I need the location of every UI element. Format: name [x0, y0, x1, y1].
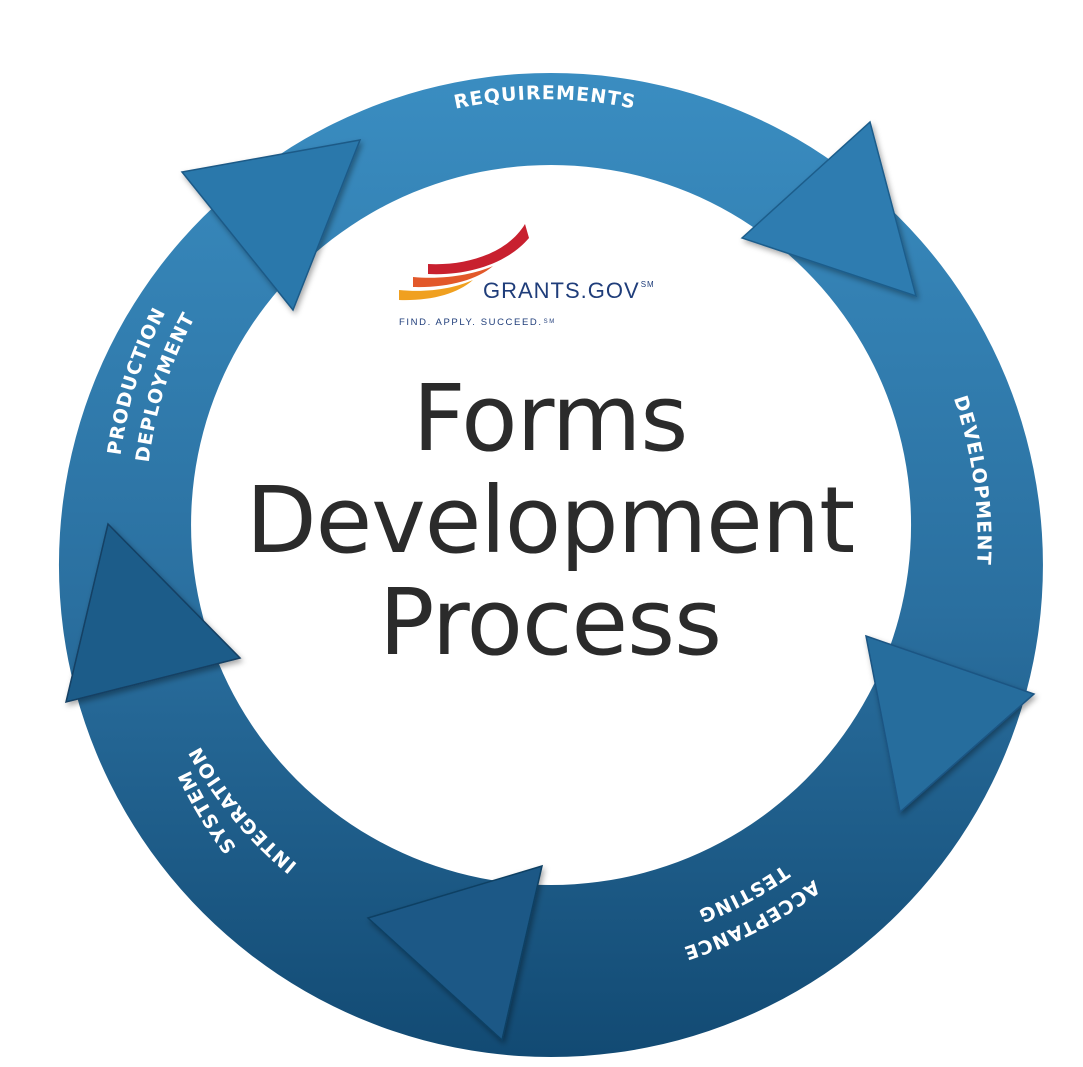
ring-band	[58, 73, 1043, 1057]
title-line-2: Development	[245, 467, 855, 574]
diagram-title: Forms Development Process	[190, 368, 910, 674]
arrow-head-acceptance	[366, 864, 544, 1042]
logo-tagline: FIND. APPLY. SUCCEED.SM	[399, 317, 556, 328]
arrow-head-requirements	[740, 120, 918, 298]
arrow-head-production	[180, 139, 362, 312]
arrow-head-development	[865, 634, 1036, 814]
arrow-head-integration	[64, 522, 242, 704]
title-line-3: Process	[379, 569, 722, 676]
title-line-1: Forms	[412, 365, 689, 472]
grants-gov-logo: GRANTS.GOVSM FIND. APPLY. SUCCEED.SM	[395, 222, 735, 332]
grants-gov-swoosh-icon	[399, 224, 529, 301]
logo-name: GRANTS.GOVSM	[483, 278, 655, 303]
